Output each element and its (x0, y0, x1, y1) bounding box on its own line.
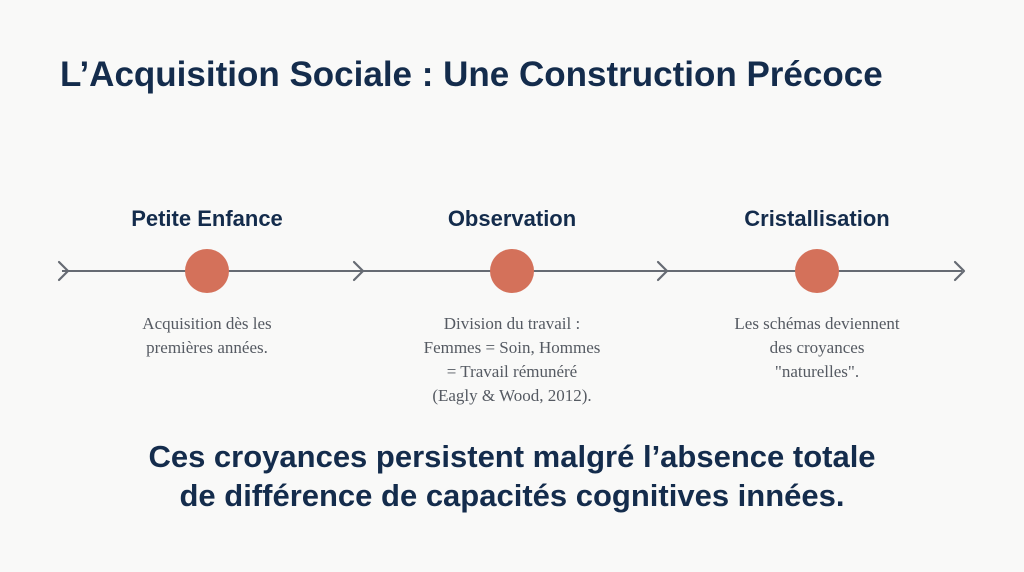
timeline-node-2 (490, 249, 534, 293)
description-line: Division du travail : (443, 314, 581, 333)
conclusion-line: Ces croyances persistent malgré l’absenc… (148, 439, 876, 474)
description-line: des croyances (769, 338, 865, 357)
timeline-start-chevron-icon (57, 260, 70, 282)
description-line: (Eagly & Wood, 2012). (432, 386, 592, 405)
description-line: Acquisition dès les (142, 314, 272, 333)
timeline-chevron-icon-2 (656, 260, 669, 282)
description-line: = Travail rémunéré (446, 362, 578, 381)
description-line: "naturelles". (774, 362, 860, 381)
stage-heading-observation: Observation (447, 206, 577, 231)
description-line: premières années. (146, 338, 268, 357)
slide-title: L’Acquisition Sociale : Une Construction… (60, 55, 883, 94)
timeline-node-1 (185, 249, 229, 293)
stage-description-cristallisation: Les schémas deviennent des croyances "na… (687, 312, 947, 384)
timeline-node-3 (795, 249, 839, 293)
description-line: Femmes = Soin, Hommes (423, 338, 601, 357)
stage-heading-cristallisation: Cristallisation (744, 206, 890, 231)
stage-description-observation: Division du travail : Femmes = Soin, Hom… (382, 312, 642, 408)
stage-heading-petite-enfance: Petite Enfance (131, 206, 283, 231)
timeline-chevron-icon-1 (352, 260, 365, 282)
conclusion-line: de différence de capacités cognitives in… (179, 478, 845, 513)
stage-description-petite-enfance: Acquisition dès les premières années. (77, 312, 337, 360)
timeline-end-arrow-icon (953, 260, 966, 282)
conclusion-statement: Ces croyances persistent malgré l’absenc… (62, 437, 962, 515)
description-line: Les schémas deviennent (734, 314, 900, 333)
